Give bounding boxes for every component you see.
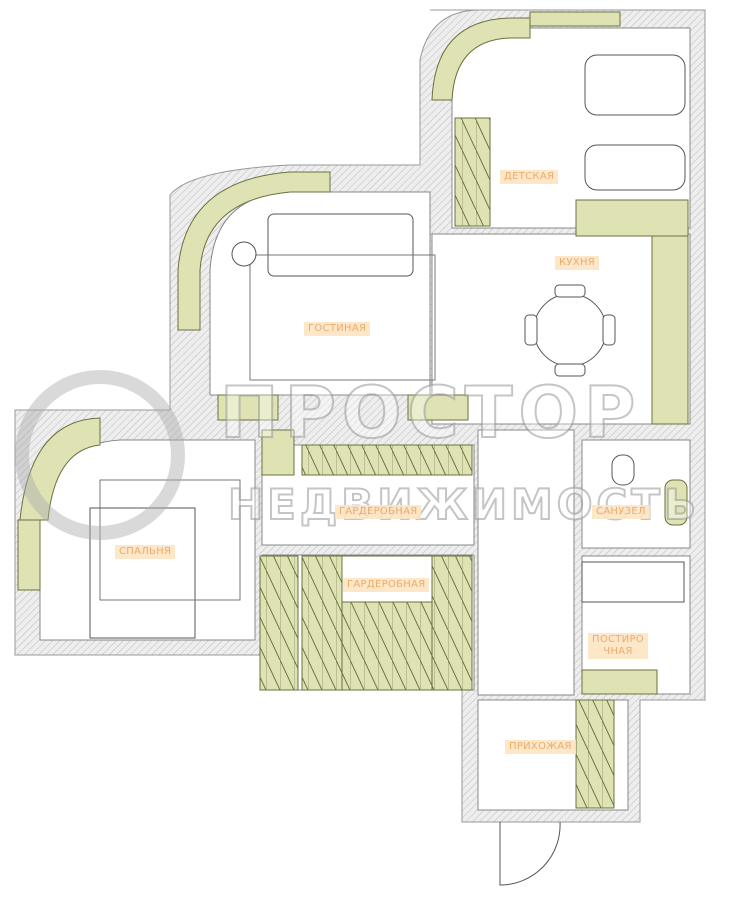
label-living: ГОСТИНАЯ	[304, 322, 371, 336]
bathtub	[581, 561, 685, 603]
label-kitchen: КУХНЯ	[555, 256, 600, 270]
room-hall	[477, 429, 575, 696]
chairs	[524, 284, 616, 377]
label-bathroom: САНУЗЕЛ	[592, 505, 650, 519]
label-kids: ДЕТСКАЯ	[500, 170, 559, 184]
label-laundry: ПОСТИРО ЧНАЯ	[588, 633, 648, 659]
bed-2	[584, 144, 686, 191]
label-bedroom: СПАЛЬНЯ	[115, 545, 176, 559]
watermark-line1: ПРОСТОР	[219, 371, 642, 455]
label-corridor: ГАРДЕРОБНАЯ	[335, 505, 422, 519]
label-entrance: ПРИХОЖАЯ	[505, 740, 576, 754]
lamp	[231, 241, 257, 267]
label-wardrobe: ГАРДЕРОБНАЯ	[343, 578, 430, 592]
laundry-counter	[581, 669, 658, 695]
wardrobes	[259, 117, 615, 809]
sink	[664, 479, 688, 526]
entrance-door	[499, 821, 561, 886]
rug	[249, 254, 436, 381]
kitchen-units	[217, 199, 689, 476]
dining-table	[533, 293, 607, 367]
bed-1	[584, 54, 686, 116]
toilet	[611, 454, 635, 486]
sofa	[267, 213, 414, 277]
watermark-line2: НЕДВИЖИМОСТЬ	[227, 479, 700, 530]
watermark-logo	[15, 370, 185, 540]
